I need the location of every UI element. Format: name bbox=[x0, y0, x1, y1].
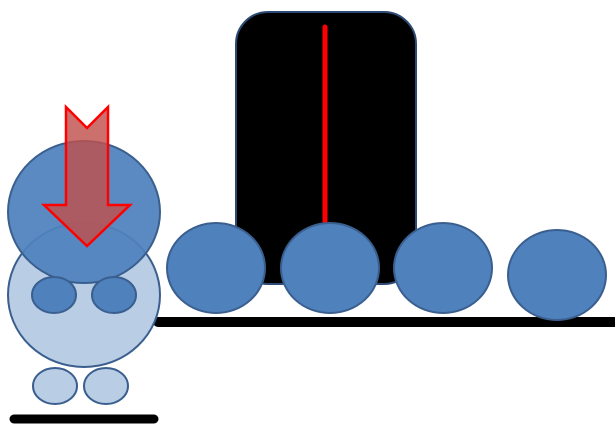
figure-eye-right bbox=[91, 276, 137, 314]
figure-eye-left bbox=[31, 276, 77, 314]
ball bbox=[166, 222, 266, 314]
ball bbox=[507, 229, 607, 321]
ball bbox=[280, 222, 380, 314]
figure-foot-left bbox=[32, 367, 78, 405]
figure-foot-right bbox=[83, 367, 129, 405]
down-arrow-icon bbox=[40, 103, 134, 248]
ball-row bbox=[166, 222, 607, 321]
ball bbox=[393, 222, 493, 314]
